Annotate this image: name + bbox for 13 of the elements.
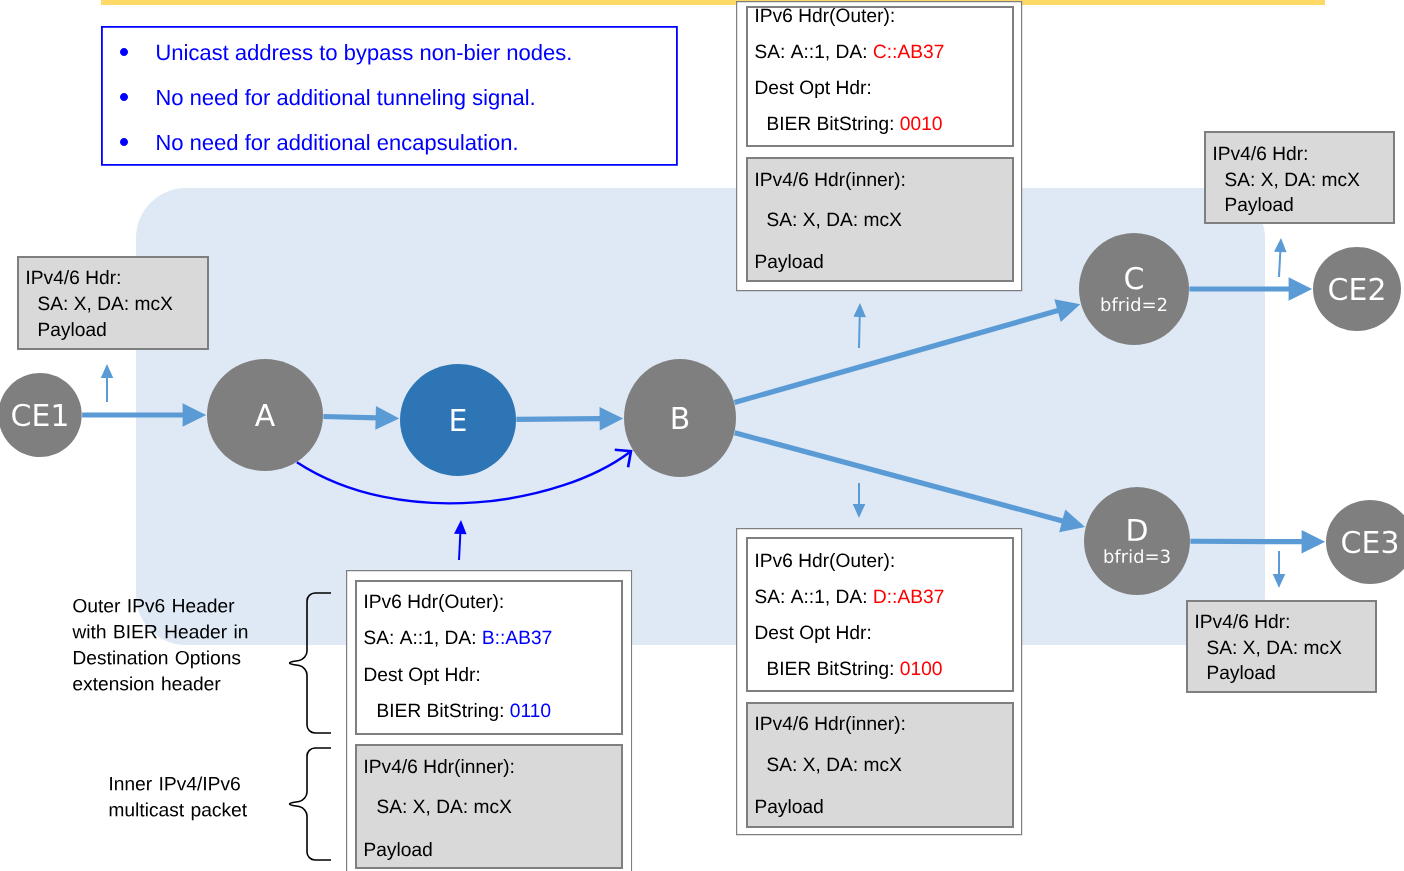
arrow xyxy=(296,448,633,505)
packet-box: IPv6 Hdr(Outer): SA: A::1, DA: C::AB37 Dest Opt Hdr: BIER BitString: 0010 xyxy=(746,6,1014,147)
packet-box: IPv4/6 Hdr(inner): SA: X, DA: mcX Payload xyxy=(355,744,623,869)
packet-box: IPv4/6 Hdr: SA: X, DA: mcX Payload xyxy=(1186,600,1377,693)
note-box: Unicast address to bypass non-bier nodes. No need for additional tunneling signal. No need for additional encapsulation. xyxy=(101,26,678,166)
packet-box: IPv6 Hdr(Outer): SA: A::1, DA: B::AB37 Dest Opt Hdr: BIER BitString: 0110 xyxy=(355,580,623,735)
packet-box: IPv4/6 Hdr: SA: X, DA: mcX Payload xyxy=(1204,131,1395,224)
packet-box: IPv4/6 Hdr: SA: X, DA: mcX Payload xyxy=(17,256,209,350)
packet-box: IPv4/6 Hdr(inner): SA: X, DA: mcX Payload xyxy=(746,702,1014,828)
annotation-text: Inner IPv4/IPv6 multicast packet xyxy=(109,776,247,821)
packet-box: IPv4/6 Hdr(inner): SA: X, DA: mcX Payload xyxy=(746,157,1014,282)
packet-box: IPv6 Hdr(Outer): SA: A::1, DA: D::AB37 Dest Opt Hdr: BIER BitString: 0100 xyxy=(746,537,1014,692)
annotation-text: Outer IPv6 Header with BIER Header in Destination Options extension header xyxy=(72,598,248,691)
